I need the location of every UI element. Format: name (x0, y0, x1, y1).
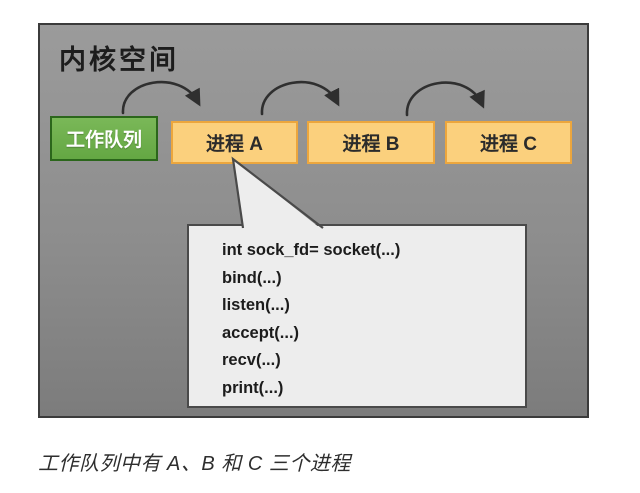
code-line: bind(...) (222, 268, 282, 287)
code-line: accept(...) (222, 323, 300, 342)
kernel-space-panel: 内核空间 工作队列 进程 A 进程 B 进程 C int sock_fd= so… (38, 23, 589, 418)
code-callout: int sock_fd= socket(...) bind(...) liste… (187, 224, 527, 408)
process-a-label: 进程 A (205, 134, 263, 155)
code-line: recv(...) (222, 351, 281, 369)
process-c-label: 进程 C (479, 134, 537, 155)
code-line: print(...) (222, 378, 284, 397)
process-box-c: 进程 C (445, 121, 572, 164)
work-queue-box: 工作队列 (50, 116, 158, 161)
process-box-a: 进程 A (171, 121, 298, 164)
work-queue-label: 工作队列 (65, 130, 142, 151)
code-line: int sock_fd= socket(...) (222, 241, 401, 259)
process-box-b: 进程 B (307, 121, 435, 164)
code-line: listen(...) (222, 296, 290, 314)
kernel-space-title: 内核空间 (59, 45, 179, 75)
figure-caption: 工作队列中有 A、B 和 C 三个进程 (38, 453, 351, 475)
process-b-label: 进程 B (342, 134, 400, 155)
